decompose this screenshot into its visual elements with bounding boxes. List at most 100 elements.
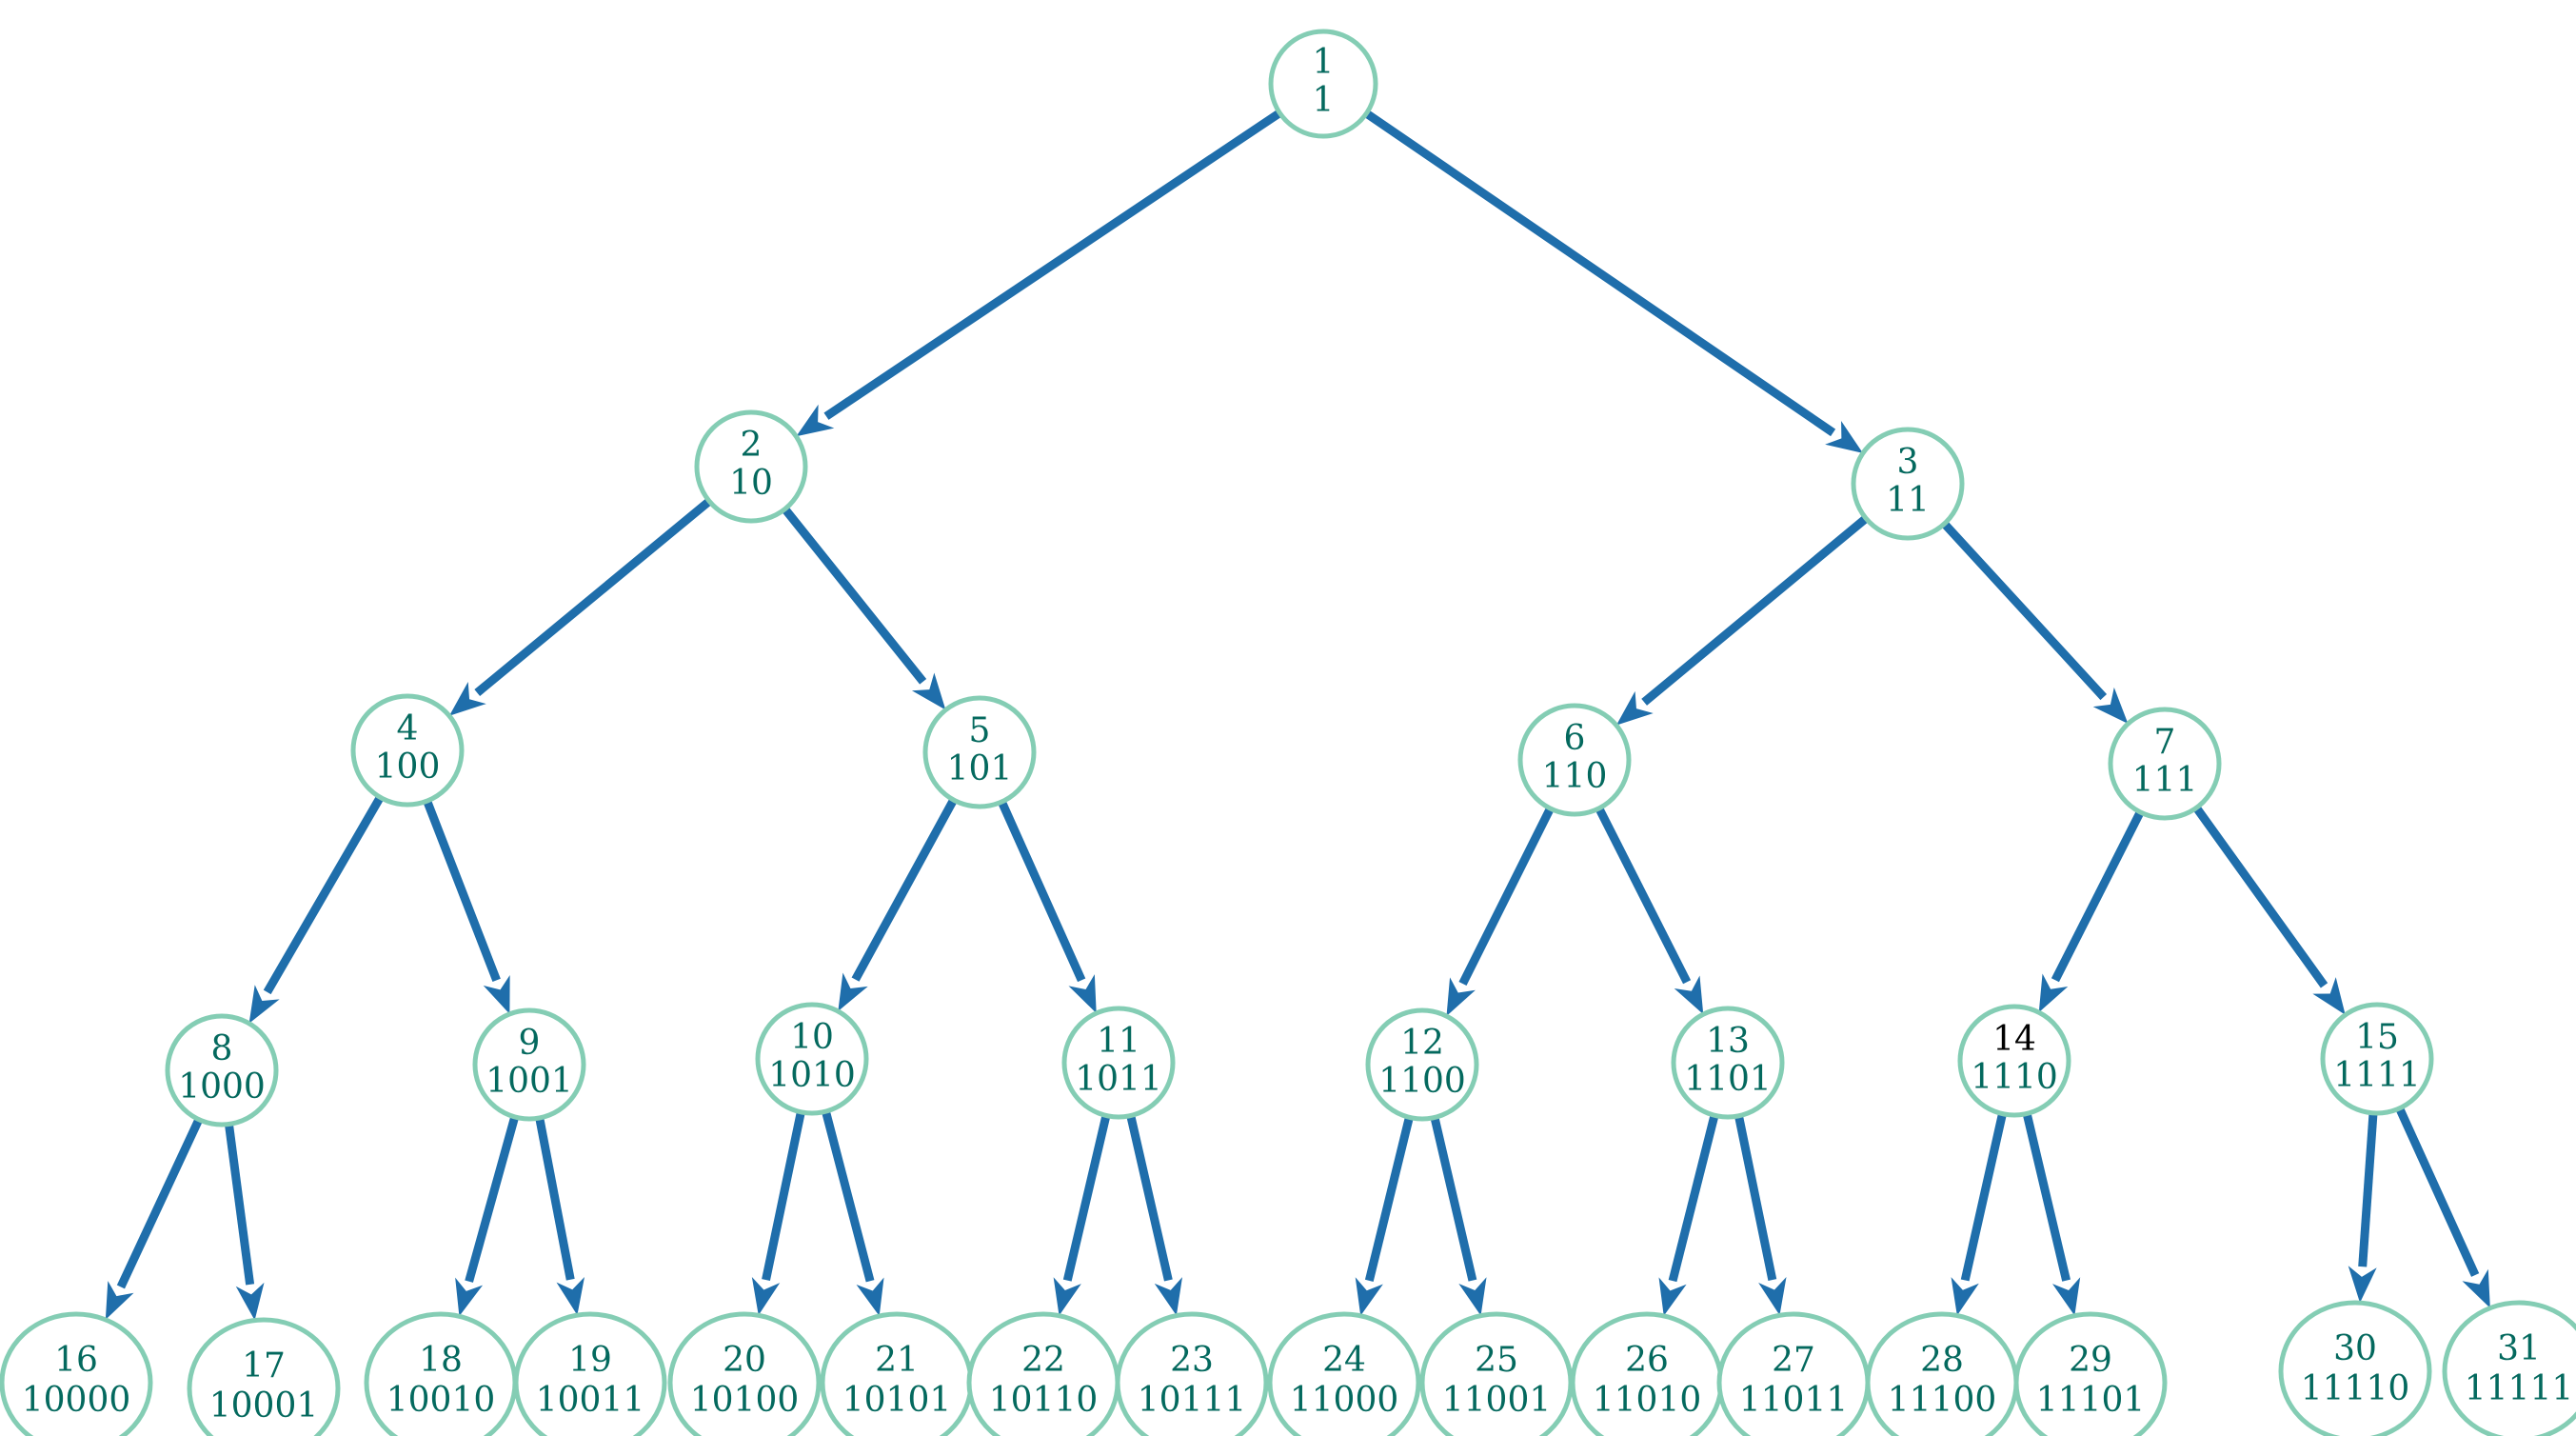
node-binary-label: 11111 [2465,1369,2574,1408]
node-binary-label: 11010 [1593,1381,1702,1420]
edge-arrowhead [448,681,486,716]
tree-node-2[interactable]: 210 [694,409,808,524]
tree-edge [1430,1116,1487,1316]
node-circle [2013,1311,2168,1436]
node-binary-label: 10101 [842,1381,952,1420]
node-binary-label: 10110 [989,1381,1099,1420]
edge-arrowhead [483,975,510,1014]
node-decimal-label: 23 [1170,1341,1214,1380]
edge-arrowhead [1355,1277,1383,1316]
tree-edge [2348,1112,2378,1304]
node-decimal-label: 2 [741,426,763,465]
tree-edge [224,1123,265,1321]
tree-node-3[interactable]: 311 [1851,427,1965,541]
node-decimal-label: 7 [2154,723,2176,762]
node-decimal-label: 3 [1897,443,1919,482]
node-decimal-label: 24 [1322,1341,1366,1380]
node-binary-label: 11101 [2036,1381,2146,1420]
tree-edge [838,797,958,1011]
node-decimal-label: 1 [1313,43,1335,82]
node-decimal-label: 16 [54,1341,98,1380]
node-decimal-label: 5 [969,711,991,750]
node-binary-label: 10111 [1138,1381,1247,1420]
node-binary-label: 1111 [2333,1056,2421,1095]
edge-arrowhead [1446,977,1476,1017]
node-binary-label: 1101 [1684,1060,1772,1099]
node-circle [1365,1007,1479,1122]
node-circle [1517,703,1632,817]
tree-edge [1951,1112,2007,1316]
node-decimal-label: 28 [1920,1341,1964,1380]
tree-edge [2022,1112,2081,1316]
node-circle [667,1311,822,1436]
node-decimal-label: 14 [1992,1020,2036,1059]
node-decimal-label: 29 [2069,1341,2112,1380]
node-binary-label: 11001 [1442,1381,1552,1420]
node-binary-label: 10100 [690,1381,800,1420]
edge-arrowhead [235,1282,265,1321]
node-circle [0,1311,153,1436]
node-circle [472,1007,586,1122]
edge-arrowhead [1154,1277,1182,1316]
node-circle [1851,427,1965,541]
node-decimal-label: 4 [397,709,419,748]
node-binary-label: 1000 [178,1067,266,1107]
tree-edge [1355,1116,1414,1316]
tree-edge [2038,809,2145,1013]
node-decimal-label: 12 [1400,1024,1444,1063]
edge-arrowhead [105,1281,134,1320]
tree-edge [535,1117,585,1316]
tree-edge [822,1110,884,1317]
edge-arrowhead [838,972,868,1011]
node-decimal-label: 9 [519,1024,541,1063]
tree-edge [2192,805,2346,1015]
node-decimal-label: 26 [1625,1341,1669,1380]
node-decimal-label: 6 [1564,719,1586,758]
node-binary-label: 11100 [1888,1381,1997,1420]
node-decimal-label: 10 [790,1018,834,1057]
node-circle [2278,1300,2432,1436]
node-binary-label: 1100 [1378,1062,1466,1101]
tree-edge [1615,514,1869,726]
edge-arrowhead [1053,1277,1081,1316]
edge-arrowhead [556,1276,585,1316]
node-decimal-label: 27 [1772,1341,1815,1380]
node-decimal-label: 13 [1706,1022,1750,1061]
node-circle [2108,707,2222,821]
node-binary-label: 110 [1542,757,1608,796]
tree-node-1[interactable]: 11 [1268,29,1378,139]
tree-edge [2395,1107,2490,1308]
tree-edge [1363,110,1863,453]
node-binary-label: 11000 [1290,1381,1399,1420]
